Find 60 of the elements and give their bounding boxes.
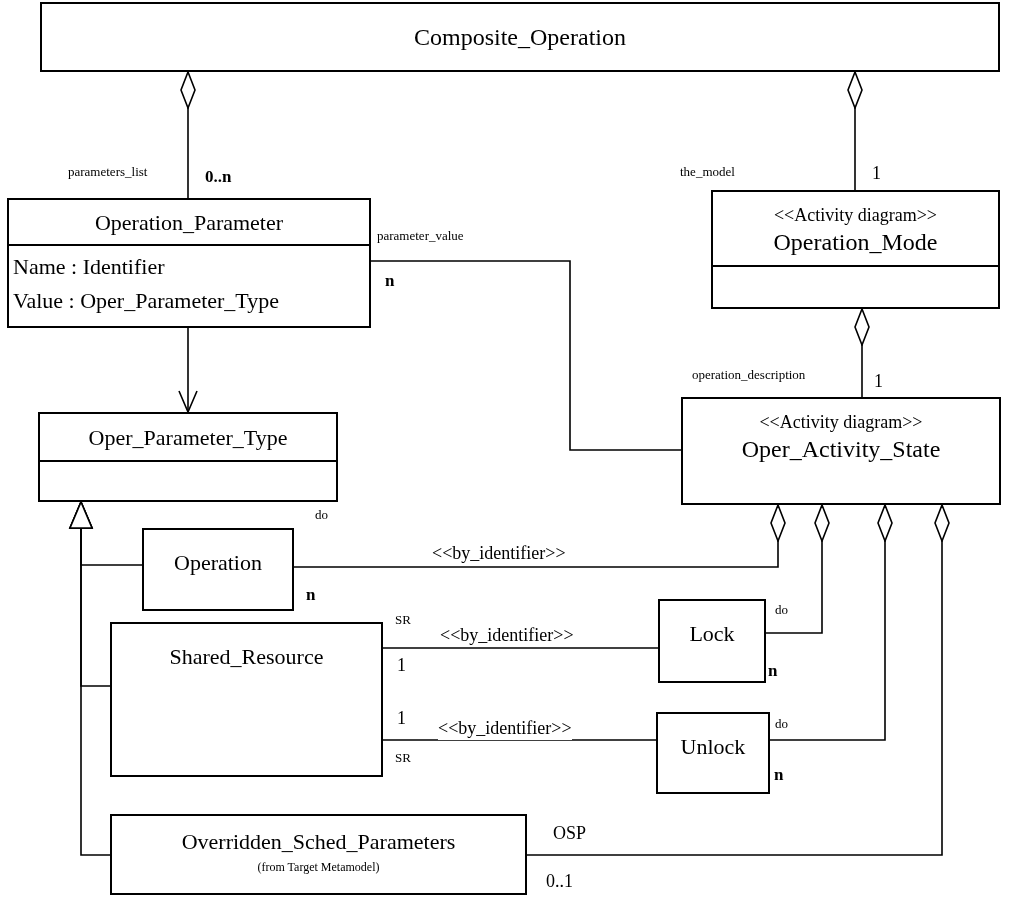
- multiplicity-label: n: [385, 270, 395, 292]
- stereotype-label: <<Activity diagram>>: [759, 411, 923, 434]
- aggregation-line: [180, 71, 196, 199]
- association-line: [382, 647, 659, 649]
- edge-label: <<by_identifier>>: [432, 542, 566, 565]
- association-line: [370, 260, 682, 451]
- multiplicity-label: 1: [397, 707, 406, 730]
- role-name: operation_description: [692, 367, 806, 384]
- class-box: [142, 528, 294, 611]
- edge-label: <<by_identifier>>: [440, 624, 574, 647]
- class-box: [40, 2, 1000, 72]
- role-name: parameters_list: [68, 164, 148, 181]
- class-box: [658, 599, 766, 683]
- association-line: [178, 327, 198, 413]
- class-box: [656, 712, 770, 794]
- multiplicity-label: 0..n: [205, 166, 232, 188]
- edge-label: <<by_identifier>>: [438, 717, 572, 740]
- stereotype-label: <<Activity diagram>>: [773, 204, 938, 227]
- package-note: (from Target Metamodel): [257, 859, 380, 875]
- class-name: Operation_Mode: [773, 227, 938, 257]
- multiplicity-label: 1: [872, 162, 881, 185]
- class-box: [681, 397, 1001, 505]
- class-name: Oper_Activity_State: [741, 434, 941, 464]
- role-name: SR: [395, 612, 411, 629]
- multiplicity-label: 1: [874, 370, 883, 393]
- generalization-line: [69, 501, 111, 856]
- multiplicity-label: OSP: [553, 822, 587, 845]
- role-name: parameter_value: [377, 228, 464, 245]
- multiplicity-label: n: [774, 764, 784, 786]
- class-name: Composite_Operation: [414, 23, 626, 52]
- class-name: Lock: [689, 620, 735, 648]
- attribute-text: Name : Identifier: [13, 253, 166, 281]
- class-name: Overridden_Sched_Parameters: [181, 828, 456, 856]
- aggregation-line: [526, 504, 950, 856]
- class-box: [110, 622, 383, 777]
- aggregation-line: [854, 308, 870, 398]
- aggregation-line: [765, 504, 830, 634]
- role-name: SR: [395, 750, 411, 767]
- aggregation-line: [847, 71, 863, 191]
- class-name: Operation_Parameter: [94, 208, 284, 237]
- class-box: [711, 190, 1000, 309]
- multiplicity-label: n: [768, 660, 778, 682]
- multiplicity-label: 0..1: [546, 870, 573, 893]
- multiplicity-label: 1: [397, 654, 406, 677]
- aggregation-line: [293, 504, 786, 568]
- association-line: [382, 739, 657, 741]
- role-name: do: [775, 602, 788, 619]
- role-name: the_model: [680, 164, 735, 181]
- class-name: Unlock: [680, 733, 746, 761]
- role-name: do: [315, 507, 328, 524]
- class-name: Oper_Parameter_Type: [88, 423, 288, 452]
- class-name: Operation: [174, 549, 262, 577]
- multiplicity-label: n: [306, 584, 316, 606]
- role-name: do: [775, 716, 788, 733]
- class-name: Shared_Resource: [169, 643, 324, 671]
- class-box: [7, 198, 371, 328]
- class-box: [110, 814, 527, 895]
- class-box: [38, 412, 338, 502]
- aggregation-line: [769, 504, 893, 741]
- attribute-text: Value : Oper_Parameter_Type: [13, 287, 281, 315]
